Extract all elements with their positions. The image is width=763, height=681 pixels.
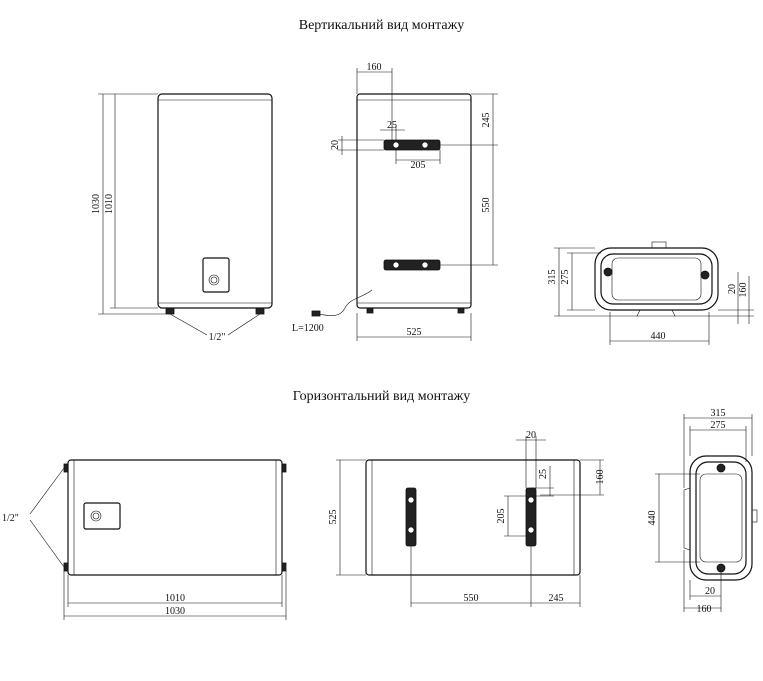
dim-245-h: 245 (549, 593, 564, 604)
dim-20-end: 20 (705, 586, 715, 597)
horizontal-back-view: 525 20 25 160 205 550 245 (328, 430, 606, 607)
top-wall-bracket (636, 309, 676, 317)
dim-525: 525 (407, 327, 422, 338)
dim-205-h: 205 (496, 509, 507, 524)
dim-440-end: 440 (647, 511, 658, 526)
dim-315: 315 (547, 270, 558, 285)
bottom-mount-bracket (383, 259, 441, 271)
dim-245: 245 (481, 113, 492, 128)
dim-1030: 1030 (91, 194, 102, 214)
end-wall-bracket (683, 487, 691, 551)
top-bolt-right-icon (700, 270, 710, 280)
top-mount-bracket (383, 139, 441, 151)
dim-25: 25 (387, 120, 397, 131)
heater-body-front (157, 93, 273, 309)
heater-end-outline (689, 455, 753, 581)
pipe-size-label: 1/2" (209, 332, 226, 343)
dim-20-top: 20 (727, 284, 738, 294)
plug-icon (311, 310, 321, 317)
dim-275: 275 (560, 270, 571, 285)
dim-160-h: 160 (595, 470, 606, 485)
pipe-right (255, 307, 265, 315)
end-bolt-bottom-icon (716, 563, 726, 573)
vertical-front-view: 1030 1010 1/2" (91, 93, 273, 343)
dim-1010: 1010 (104, 194, 115, 214)
dim-550: 550 (481, 198, 492, 213)
thermostat-knob-icon (208, 274, 220, 286)
control-panel (202, 257, 230, 293)
dim-25-h: 25 (538, 469, 549, 479)
dim-205: 205 (411, 160, 426, 171)
heater-top-outline (594, 247, 719, 311)
vertical-side-view: 160 25 20 205 245 550 525 L=1200 (292, 62, 498, 341)
dim-160-top: 160 (738, 283, 749, 298)
pipe-left (165, 307, 175, 315)
dim-160: 160 (367, 62, 382, 73)
horizontal-mount-title: Горизонтальний вид монтажу (292, 389, 471, 404)
dim-315-end: 315 (711, 408, 726, 419)
dim-20-h: 20 (526, 430, 536, 441)
dim-275-end: 275 (711, 420, 726, 431)
heater-body-horizontal (67, 459, 283, 576)
dim-550-h: 550 (464, 593, 479, 604)
dim-525-h: 525 (328, 510, 339, 525)
top-bolt-left-icon (603, 267, 613, 277)
vertical-top-view: 315 275 20 160 440 (547, 241, 754, 345)
power-cable (317, 289, 373, 316)
dim-20: 20 (330, 140, 341, 150)
heater-back-horizontal (365, 459, 581, 576)
heater-body-back (356, 93, 472, 309)
horizontal-end-view: 315 275 440 20 160 (647, 408, 758, 615)
dim-160-end: 160 (697, 604, 712, 615)
dim-1030-h: 1030 (165, 606, 185, 617)
dim-440: 440 (651, 331, 666, 342)
dim-1010-h: 1010 (165, 593, 185, 604)
control-panel-horizontal (83, 502, 121, 530)
thermostat-knob-h-icon (90, 510, 102, 522)
cable-length: L=1200 (292, 323, 324, 334)
vertical-mount-title: Вертикальний вид монтажу (298, 18, 465, 33)
pipe-size-label-h: 1/2" (2, 513, 19, 524)
horizontal-front-view: 1/2" 1010 1030 (2, 459, 287, 620)
end-bolt-top-icon (716, 463, 726, 473)
